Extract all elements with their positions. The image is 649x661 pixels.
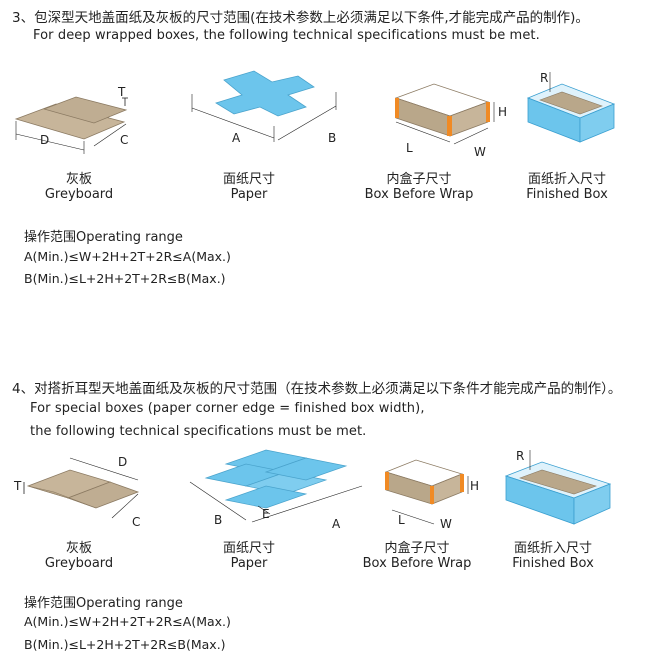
s4-range-title: 操作范围Operating range	[24, 596, 183, 611]
s4-formula-a: A(Min.)≤W+2H+2T+2R≤A(Max.)	[24, 614, 231, 629]
s4-finished-figure: R	[504, 449, 612, 525]
box-corner	[395, 98, 399, 118]
label-T: T	[13, 479, 22, 493]
caption-cn: 面纸尺寸	[222, 541, 275, 556]
label-B: B	[328, 131, 336, 145]
section3-heading: 3、包深型天地盖面纸及灰板的尺寸范围(在技术参数上必须满足以下条件,才能完成产品…	[12, 10, 589, 26]
s4-box-figure: H L W	[384, 459, 479, 531]
caption-cn: 面纸折入尺寸	[513, 541, 592, 556]
box-corner	[460, 474, 464, 492]
finished-right-wall	[573, 483, 611, 525]
box-corner	[385, 472, 389, 490]
s3-box-caption: 内盒子尺寸 Box Before Wrap	[364, 172, 474, 202]
label-L: L	[406, 141, 413, 155]
s4-box-caption: 内盒子尺寸 Box Before Wrap	[362, 541, 472, 571]
label-R: R	[516, 449, 524, 463]
s3-finished-caption: 面纸折入尺寸 Finished Box	[512, 172, 622, 202]
label-H: H	[470, 479, 479, 493]
caption-cn: 面纸尺寸	[222, 172, 275, 187]
caption-en: Paper	[230, 556, 268, 571]
greyboard-lower-panel	[14, 103, 126, 140]
paper-sheet	[204, 449, 348, 509]
s4-greyboard-caption: 灰板 Greyboard	[34, 541, 124, 571]
greyboard-panel-3	[27, 485, 97, 509]
s4-paper-figure: B E A	[189, 449, 363, 531]
section4-subtitle-2: the following technical specifications m…	[30, 424, 367, 439]
caption-en: Finished Box	[512, 556, 594, 571]
box-corner	[430, 486, 434, 504]
s3-box-figure: H L W	[394, 83, 507, 159]
greyboard-upper-panel	[42, 96, 128, 124]
box-corner	[447, 116, 452, 136]
caption-cn: 内盒子尺寸	[384, 541, 450, 556]
s3-greyboard-caption: 灰板 Greyboard	[34, 172, 124, 202]
label-D: D	[118, 455, 127, 469]
label-H: H	[498, 105, 507, 119]
label-E: E	[262, 507, 270, 521]
section4-subtitle-1: For special boxes (paper corner edge = f…	[30, 401, 425, 416]
label-R: R	[540, 71, 548, 85]
finished-inner-strip	[539, 91, 603, 115]
s3-formula-b: B(Min.)≤L+2H+2T+2R≤B(Max.)	[24, 271, 226, 286]
label-C: C	[120, 133, 128, 147]
s3-range-title: 操作范围Operating range	[24, 230, 183, 245]
s3-finished-figure: R	[526, 71, 616, 143]
s3-paper-caption: 面纸尺寸 Paper	[204, 172, 294, 202]
caption-en: Box Before Wrap	[362, 556, 472, 571]
caption-en: Greyboard	[44, 556, 114, 571]
label-C: C	[132, 515, 140, 529]
caption-cn: 灰板	[65, 541, 92, 556]
label-T: T	[117, 85, 126, 99]
caption-en: Finished Box	[526, 187, 608, 202]
caption-cn: 内盒子尺寸	[386, 172, 452, 187]
label-B: B	[214, 513, 222, 527]
s3-greyboard-figure: T D C	[14, 85, 128, 154]
caption-en: Greyboard	[44, 187, 114, 202]
caption-en: Paper	[230, 187, 268, 202]
s3-formula-a: A(Min.)≤W+2H+2T+2R≤A(Max.)	[24, 249, 231, 264]
caption-cn: 灰板	[65, 172, 92, 187]
section4-heading: 4、对搭折耳型天地盖面纸及灰板的尺寸范围（在技术参数上必须满足以下条件才能完成产…	[12, 381, 622, 397]
s4-formula-b: B(Min.)≤L+2H+2T+2R≤B(Max.)	[24, 637, 226, 652]
label-A: A	[332, 517, 341, 531]
label-W: W	[440, 517, 452, 531]
s4-paper-caption: 面纸尺寸 Paper	[204, 541, 294, 571]
label-L: L	[398, 513, 405, 527]
label-D: D	[40, 133, 49, 147]
paper-cross-shape	[215, 70, 315, 117]
caption-en: Box Before Wrap	[364, 187, 474, 202]
s4-greyboard-figure: T D C	[13, 455, 140, 529]
finished-right-wall	[579, 103, 615, 143]
label-W: W	[474, 145, 486, 159]
s3-paper-figure: A B	[191, 70, 337, 145]
caption-cn: 面纸折入尺寸	[527, 172, 606, 187]
s4-finished-caption: 面纸折入尺寸 Finished Box	[498, 541, 608, 571]
section3-subtitle: For deep wrapped boxes, the following te…	[33, 28, 540, 43]
box-corner	[486, 102, 490, 122]
finished-inner-strip	[519, 469, 597, 495]
label-A: A	[232, 131, 241, 145]
